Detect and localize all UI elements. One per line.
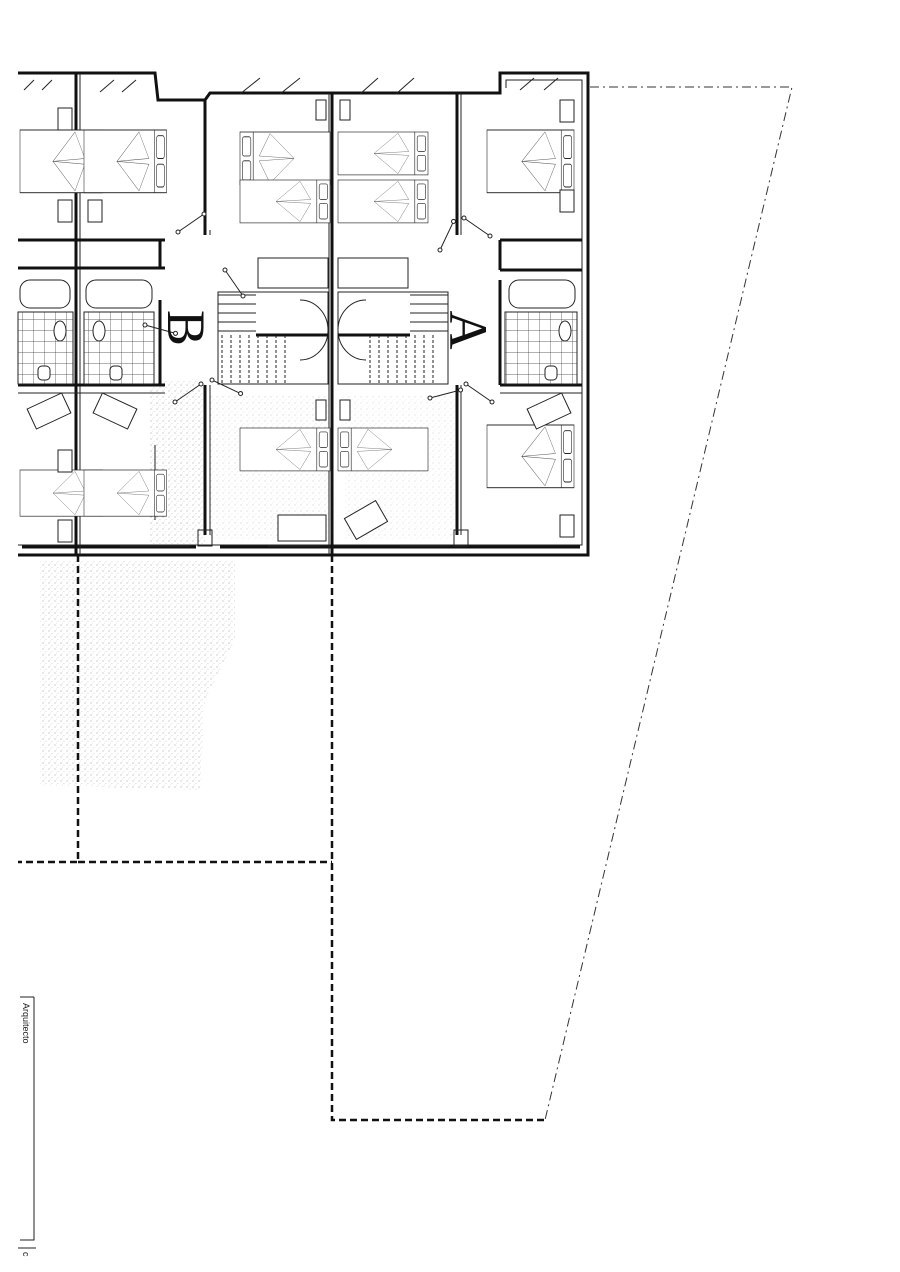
title-block-label-2: c (21, 1252, 31, 1257)
wardrobes (57, 99, 575, 543)
title-block-label: Arquitecto (21, 1003, 31, 1044)
staircase-a (337, 291, 449, 385)
bathrooms (17, 279, 578, 385)
exterior-walls (18, 71, 590, 557)
desks (26, 392, 572, 542)
unit-label-a: A (438, 311, 498, 350)
title-block: Arquitecto c (18, 996, 36, 1257)
interior-walls (18, 93, 582, 547)
staircase-b (217, 291, 329, 385)
windows (23, 77, 559, 547)
unit-label-b-group: B (156, 310, 216, 346)
unit-label-b: B (156, 310, 216, 346)
unit-label-a-group: A (438, 311, 498, 350)
property-boundaries (18, 86, 793, 1122)
